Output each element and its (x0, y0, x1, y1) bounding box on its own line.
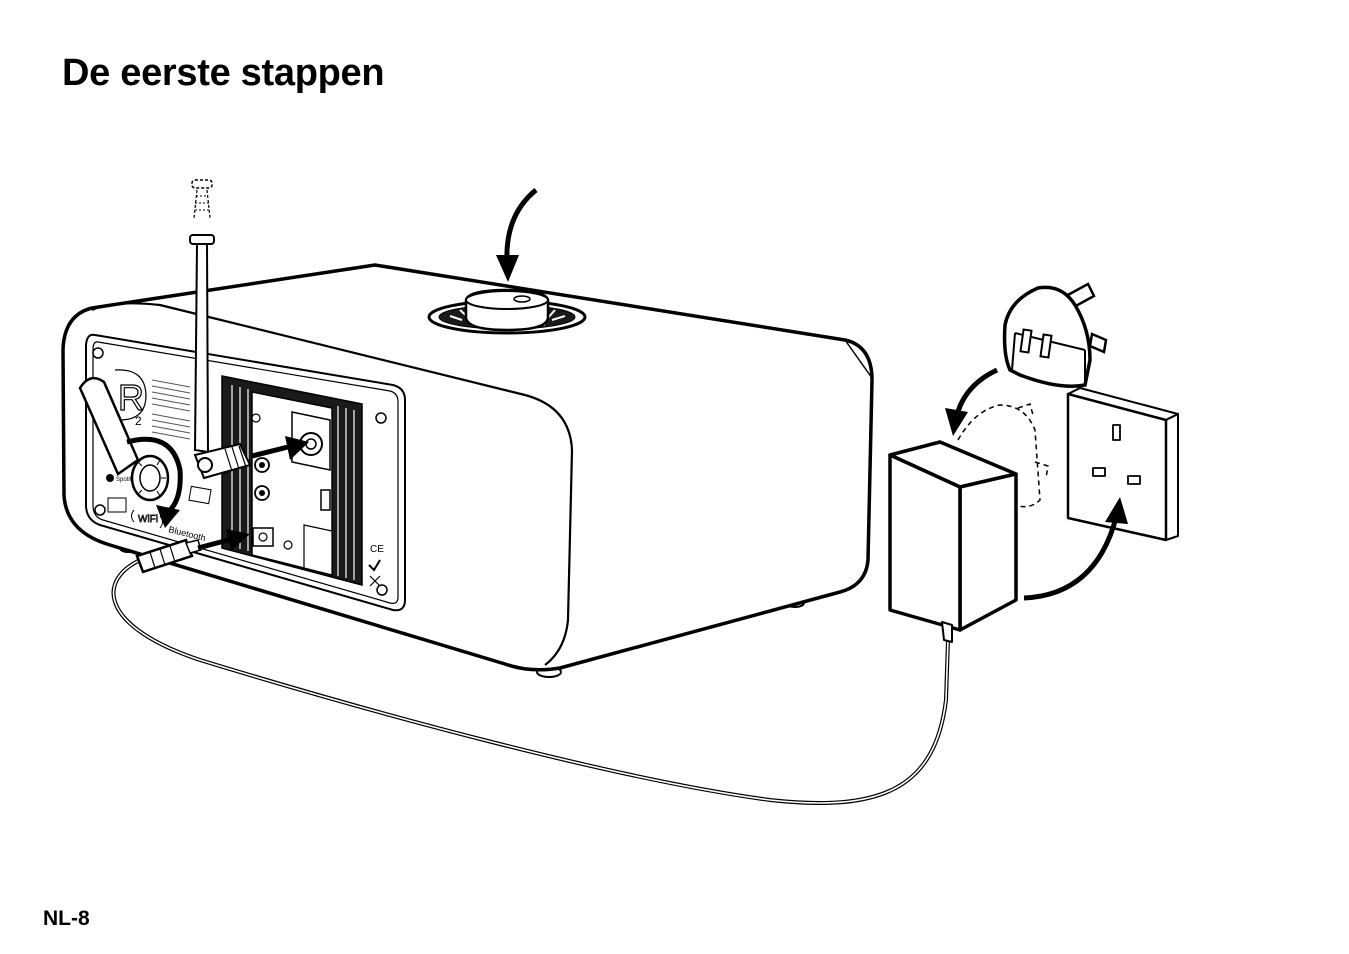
ce-mark: CE (370, 544, 384, 555)
svg-text:R: R (118, 377, 144, 418)
socket-live-hole (1093, 468, 1105, 476)
rear-grille (222, 376, 362, 585)
arrow-attach-adapter-icon (945, 370, 997, 436)
panel-screw (95, 505, 105, 515)
svg-text:2: 2 (135, 414, 142, 428)
wifi-label: WiFi (138, 514, 158, 525)
usb-port (321, 490, 330, 510)
panel-screw (377, 585, 387, 595)
panel-screw (93, 348, 103, 358)
panel-screw (376, 413, 386, 423)
power-adapter (890, 442, 1016, 642)
uk-plug-adapter (1005, 284, 1106, 386)
page-number: NL-8 (43, 907, 90, 931)
socket-neutral-hole (1128, 476, 1140, 484)
arrow-press-dial-icon (496, 190, 536, 282)
socket-earth-hole (1113, 425, 1120, 440)
spotify-logo-icon (106, 474, 114, 482)
